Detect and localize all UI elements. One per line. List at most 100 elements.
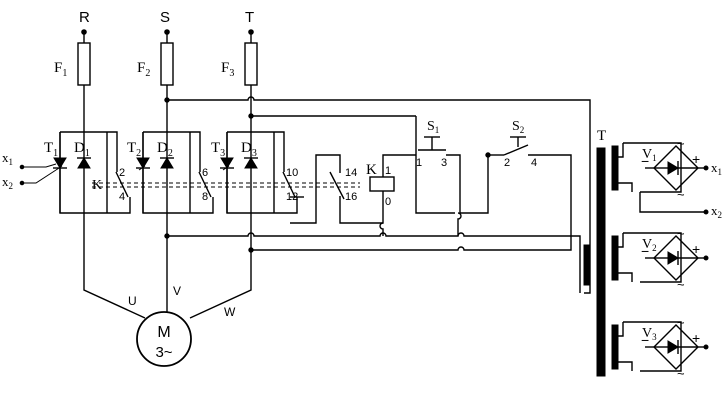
input-x2-terminal	[19, 180, 25, 186]
fuse-f3	[244, 32, 258, 86]
output-x1-label: x1	[711, 160, 722, 177]
aux-contact-blade	[329, 171, 345, 200]
relay-contact-blade	[115, 171, 129, 198]
dc-plus-terminal	[703, 255, 709, 261]
thyristor-gate	[55, 165, 63, 171]
input-x1-wire	[22, 163, 57, 168]
relay-coil-pin-bot: 0	[385, 196, 391, 208]
phase-line-u	[83, 213, 146, 319]
aux-contact-top-label: 14	[345, 167, 357, 179]
thyristor-icon	[53, 157, 67, 169]
module-contact-wire	[107, 131, 118, 172]
input-x1-terminal	[19, 164, 25, 170]
aux-loop-top	[290, 154, 341, 224]
output-x2-terminal	[703, 209, 709, 215]
s1-parallel-wire	[415, 155, 455, 214]
motor-label: M	[157, 324, 170, 341]
thyristor-label: T1	[44, 140, 58, 159]
s2-right-wire	[475, 154, 572, 251]
diode-label: D1	[74, 140, 90, 159]
phase-label-r: R	[79, 9, 90, 26]
contact-top-label: 6	[202, 167, 208, 179]
plus-sign: +	[692, 151, 700, 167]
rectifier-label: V1	[642, 147, 657, 163]
dc-plus-terminal	[703, 165, 709, 171]
relay-contact-label: K	[92, 178, 102, 193]
minus-sign: −	[641, 153, 649, 169]
dc-plus-terminal	[703, 344, 709, 350]
bus-line-s	[167, 96, 591, 294]
rectifier-1: V1 + − ~ ~	[611, 136, 709, 215]
switch-s2-pin-a: 2	[504, 157, 510, 169]
plus-sign: +	[692, 241, 700, 257]
thyristor-icon	[136, 157, 150, 169]
switch-s1-pin-a: 1	[416, 157, 422, 169]
motor-terminal-v: V	[173, 284, 181, 298]
motor-terminal-u: U	[128, 294, 137, 308]
rectifier-units: V1 + − ~ ~ V2 + − ~ ~ V3 + − ~ ~	[611, 136, 709, 381]
input-x2-wire	[22, 169, 57, 184]
motor-type: 3~	[155, 344, 172, 361]
rectifier-label: V3	[642, 326, 657, 342]
transformer-primary	[583, 244, 591, 286]
ac-sign-top: ~	[677, 136, 685, 151]
phase-line-w	[189, 213, 252, 319]
motor: M 3~	[136, 311, 192, 367]
bridge-diode-icon	[667, 161, 679, 175]
winding-top-wire	[618, 233, 624, 248]
motor-circle	[136, 311, 192, 367]
switch-s2-pin-b: 4	[531, 157, 537, 169]
thyristor-label: T2	[127, 140, 141, 159]
motor-terminal-w: W	[224, 305, 236, 319]
rectifier-label: V2	[642, 237, 657, 253]
input-x1-label: x1	[2, 150, 13, 167]
winding-top-wire	[618, 322, 624, 337]
relay-coil: K 1 0	[366, 162, 395, 208]
rectifier-2: V2+−~~	[611, 226, 709, 292]
fuse-f1-label: F1	[54, 60, 67, 79]
input-x2-label: x2	[2, 174, 13, 191]
phase-label-s: S	[160, 9, 170, 26]
ac-sign-bottom: ~	[677, 277, 685, 292]
winding-bottom-wire	[618, 182, 633, 192]
switch-s1-label: S1	[427, 119, 439, 135]
minus-sign: −	[641, 332, 649, 348]
aux-loop-bottom	[339, 196, 383, 224]
transformer-core	[596, 147, 606, 377]
relay-contact-blade	[198, 171, 212, 198]
phase-label-t: T	[245, 9, 254, 26]
contact-top-label: 10	[286, 167, 298, 179]
ac-sign-top: ~	[677, 226, 685, 241]
relay-coil-pin-top: 1	[385, 165, 391, 177]
rectifier-3: V3+−~~	[611, 315, 709, 381]
fuse-f3-label: F3	[221, 60, 234, 79]
control-return-s	[167, 232, 581, 293]
bridge-diode-icon	[667, 251, 679, 265]
contact-bot-label: 4	[119, 191, 125, 203]
transformer: T	[583, 128, 606, 377]
output-x2-label: x2	[711, 203, 722, 220]
secondary-winding	[611, 145, 619, 191]
thyristor-label: T3	[211, 140, 225, 159]
bridge-diode-icon	[667, 340, 679, 354]
s1-to-return	[457, 212, 462, 236]
plus-sign: +	[692, 330, 700, 346]
relay-contact-blade	[282, 171, 296, 198]
control-return-t	[251, 246, 475, 251]
transformer-label: T	[597, 128, 606, 144]
thyristor-gate	[138, 165, 146, 171]
thyristor-icon	[220, 157, 234, 169]
ac-sign-bottom: ~	[677, 187, 685, 202]
fuse-f1	[77, 32, 91, 86]
switch-s1: S1 1 3	[416, 119, 447, 169]
fuse-f2	[160, 32, 174, 86]
contact-bot-label: 8	[202, 191, 208, 203]
module-contact-wire	[274, 131, 285, 172]
switch-s1-pin-b: 3	[441, 157, 447, 169]
